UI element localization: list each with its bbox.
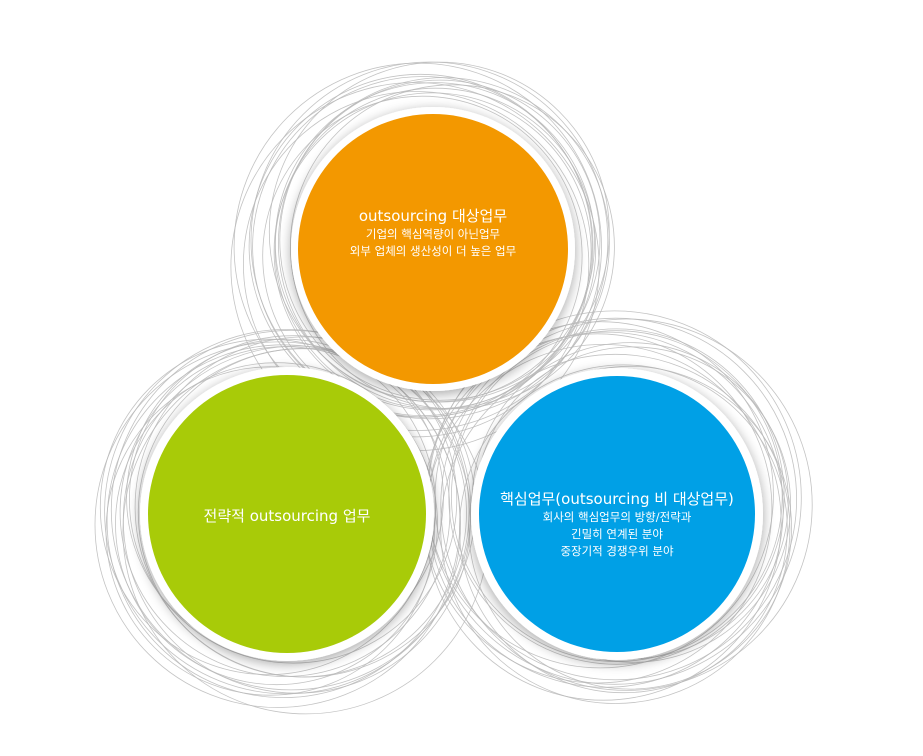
title-strategic-outsourcing: 전략적 outsourcing 업무 bbox=[203, 507, 371, 525]
ring-orange-0 bbox=[273, 92, 592, 411]
circle-discs bbox=[140, 107, 763, 661]
circle-core-business bbox=[479, 376, 755, 652]
ring-green-12 bbox=[122, 345, 471, 694]
ring-green-13 bbox=[99, 338, 437, 676]
ring-blue-5 bbox=[434, 317, 798, 681]
label-outsourcing-target: outsourcing 대상업무 기업의 핵심역량이 아닌업무 외부 업체의 생… bbox=[299, 207, 567, 260]
ring-orange-5 bbox=[262, 95, 583, 416]
circle-outsourcing-target bbox=[298, 114, 568, 384]
ring-blue-12 bbox=[450, 330, 783, 662]
circle-strategic-outsourcing bbox=[148, 375, 426, 653]
line-outsourcing-target-1: 기업의 핵심역량이 아닌업무 bbox=[365, 227, 501, 241]
ring-blue-11 bbox=[468, 365, 793, 690]
ring-green-2 bbox=[110, 329, 472, 691]
ring-orange-11 bbox=[289, 84, 615, 410]
ring-blue-4 bbox=[440, 353, 791, 704]
line-core-business-1: 회사의 핵심업무의 방향/전략과 bbox=[542, 510, 692, 524]
ring-green-7 bbox=[104, 329, 470, 695]
ring-blue-1 bbox=[440, 318, 813, 691]
ring-orange-8 bbox=[233, 62, 602, 431]
ring-blue-13 bbox=[448, 328, 785, 665]
label-strategic-outsourcing: 전략적 outsourcing 업무 bbox=[147, 507, 427, 526]
title-outsourcing-target: outsourcing 대상업무 bbox=[358, 207, 508, 225]
ring-green-10 bbox=[94, 341, 461, 708]
ring-orange-2 bbox=[243, 91, 590, 438]
ring-blue-8 bbox=[459, 364, 788, 694]
line-outsourcing-target-2: 외부 업체의 생산성이 더 높은 업무 bbox=[349, 244, 517, 258]
line-core-business-3: 중장기적 경쟁우위 분야 bbox=[560, 544, 674, 558]
ring-green-3 bbox=[129, 335, 458, 664]
ring-green-9 bbox=[115, 362, 438, 686]
title-core-business: 핵심업무(outsourcing 비 대상업무) bbox=[500, 490, 734, 508]
line-core-business-2: 긴밀히 연계된 분야 bbox=[571, 527, 663, 541]
label-core-business: 핵심업무(outsourcing 비 대상업무) 회사의 핵심업무의 방향/전략… bbox=[477, 490, 757, 560]
ring-orange-10 bbox=[279, 79, 601, 401]
